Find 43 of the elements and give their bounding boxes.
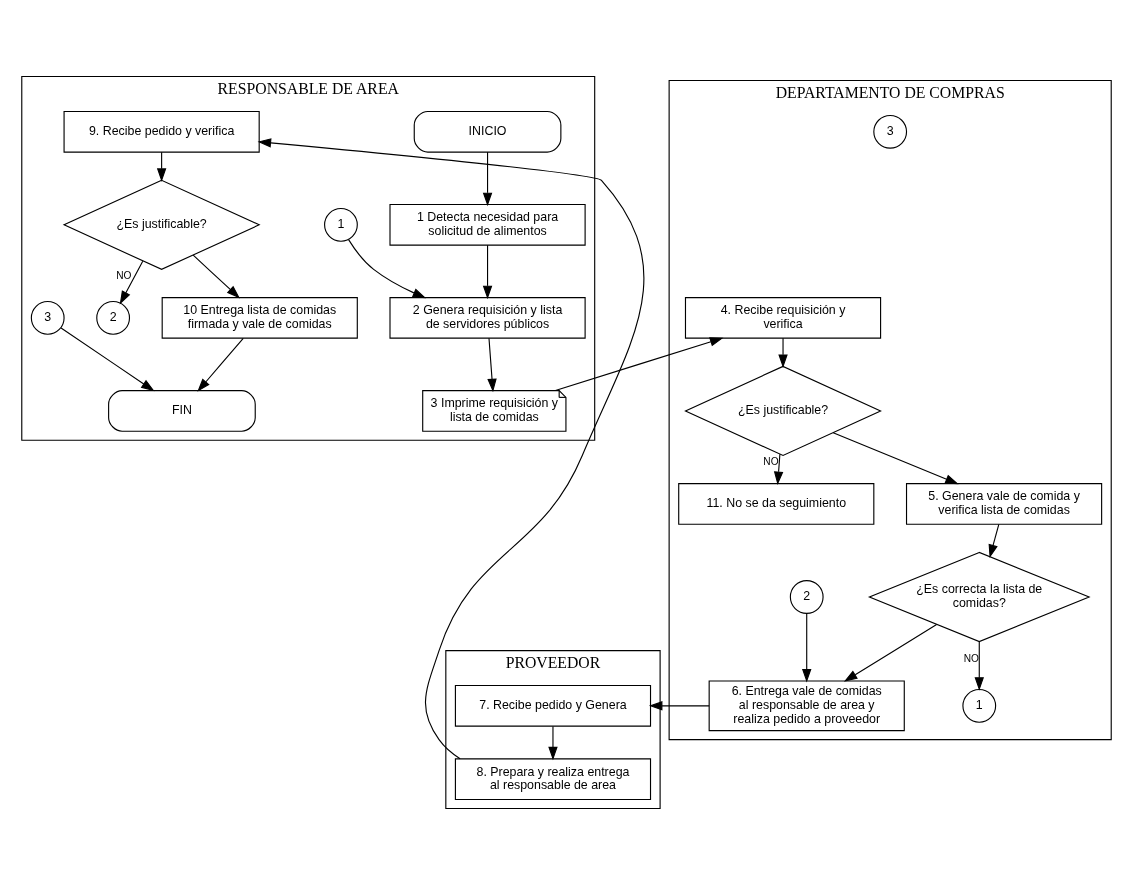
- node-box: 6. Entrega vale de comidas al responsable de area y realiza pedido a proveedor: [708, 679, 905, 731]
- node-box: 7. Recibe pedido y Genera: [454, 684, 652, 727]
- node-diamond: ¿Es justificable?: [684, 365, 882, 456]
- node-box: 4. Recibe requisición y verifica: [684, 296, 882, 339]
- node-box: 2 Genera requisición y lista de servidores públicos: [389, 296, 586, 339]
- node-box: FIN: [108, 389, 256, 432]
- arrow: [554, 336, 724, 391]
- node-diamond: ¿Es justificable?: [62, 179, 261, 270]
- node-box: 9. Recibe pedido y verifica: [63, 110, 260, 153]
- edge-label: NO: [763, 455, 779, 467]
- node-box: 1 Detecta necesidad para solicitud de alimentos: [389, 203, 586, 246]
- arrow: [482, 151, 493, 206]
- arrow: [197, 337, 244, 392]
- arrow: [648, 700, 710, 711]
- node-box: 8. Prepara y realiza entrega al responsable de area: [454, 757, 652, 800]
- node-circle: 2: [789, 579, 824, 614]
- node-box: INICIO: [413, 110, 562, 153]
- edge-label: NO: [116, 269, 132, 281]
- arrow: [548, 725, 558, 760]
- edge-label: NO: [963, 652, 979, 664]
- arrow: [974, 640, 984, 691]
- node-box: 5. Genera vale de comida y verifica lista de comidas: [905, 482, 1103, 525]
- node-circle: 2: [96, 300, 131, 335]
- node-circle: 3: [873, 114, 908, 149]
- arrow: [773, 453, 784, 485]
- node-circle: 1: [962, 688, 997, 723]
- node-box: 10 Entrega lista de comidas firmada y vale de comidas: [161, 296, 358, 339]
- node-box: 11. No se da seguimiento: [678, 482, 875, 525]
- arrow: [60, 326, 155, 391]
- arrow: [487, 337, 497, 392]
- arrow: [832, 431, 959, 484]
- arrow: [778, 337, 788, 368]
- node-diamond: ¿Es correcta la lista de comidas?: [867, 551, 1091, 642]
- arrow: [843, 623, 938, 682]
- arrow: [119, 260, 144, 304]
- arrow: [482, 244, 493, 299]
- arrow: [192, 254, 240, 298]
- node-circle: 1: [324, 207, 358, 242]
- arrow: [348, 238, 427, 298]
- arrow: [257, 137, 645, 759]
- arrow: [801, 612, 812, 682]
- node-circle: 3: [30, 300, 65, 335]
- arrow: [988, 523, 1000, 558]
